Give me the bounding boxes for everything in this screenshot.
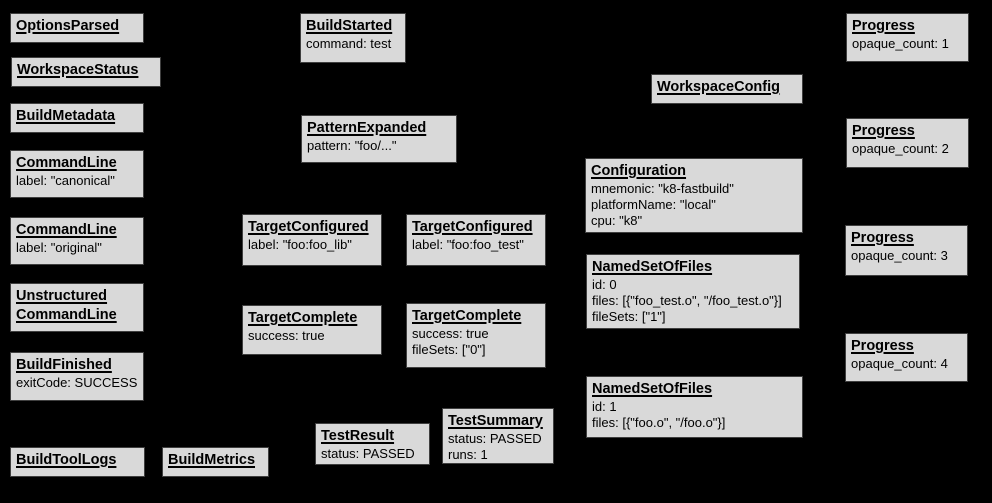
event-field: command: test: [306, 36, 392, 51]
event-field: pattern: "foo/...": [307, 138, 397, 153]
event-box-configuration: Configuration mnemonic: "k8-fastbuild" p…: [585, 158, 803, 233]
event-box-progress-2: Progress opaque_count: 2: [846, 118, 969, 168]
event-field: status: PASSED: [321, 446, 415, 461]
event-field: opaque_count: 1: [852, 36, 949, 51]
event-title: BuildToolLogs: [16, 452, 117, 468]
event-field: label: "foo:foo_test": [412, 237, 524, 252]
event-field: exitCode: SUCCESS: [16, 375, 138, 390]
event-box-progress-3: Progress opaque_count: 3: [845, 225, 968, 276]
event-box-command-line-original: CommandLine label: "original": [10, 217, 144, 265]
event-field: id: 0: [592, 277, 617, 292]
event-box-test-summary: TestSummary status: PASSED runs: 1: [442, 408, 554, 464]
event-title: Unstructured: [16, 288, 108, 304]
event-title: BuildFinished: [16, 357, 112, 373]
event-title: TargetConfigured: [248, 219, 369, 235]
event-title: TargetComplete: [412, 308, 522, 324]
event-title: BuildStarted: [306, 18, 393, 34]
event-box-workspace-config: WorkspaceConfig: [651, 74, 803, 104]
event-box-build-finished: BuildFinished exitCode: SUCCESS: [10, 352, 144, 401]
event-field: label: "foo:foo_lib": [248, 237, 352, 252]
event-field: mnemonic: "k8-fastbuild": [591, 181, 734, 196]
event-title: BuildMetadata: [16, 108, 116, 124]
event-title: CommandLine: [16, 222, 117, 238]
event-field: opaque_count: 4: [851, 356, 948, 371]
event-title: Configuration: [591, 163, 687, 179]
event-box-target-complete-foo-lib: TargetComplete success: true: [242, 305, 382, 355]
event-box-progress-4: Progress opaque_count: 4: [845, 333, 968, 382]
event-box-pattern-expanded: PatternExpanded pattern: "foo/...": [301, 115, 457, 163]
event-field: fileSets: ["1"]: [592, 309, 666, 324]
event-field: label: "canonical": [16, 173, 115, 188]
event-box-target-complete-foo-test: TargetComplete success: true fileSets: […: [406, 303, 546, 368]
event-box-build-metadata: BuildMetadata: [10, 103, 144, 133]
event-field: opaque_count: 3: [851, 248, 948, 263]
event-title: OptionsParsed: [16, 18, 120, 34]
event-box-command-line-canonical: CommandLine label: "canonical": [10, 150, 144, 198]
event-title: WorkspaceConfig: [657, 79, 781, 95]
event-title: NamedSetOfFiles: [592, 381, 713, 397]
event-title: BuildMetrics: [168, 452, 256, 468]
event-field: id: 1: [592, 399, 617, 414]
event-title: TargetComplete: [248, 310, 358, 326]
event-title: WorkspaceStatus: [17, 62, 139, 78]
event-box-options-parsed: OptionsParsed: [10, 13, 144, 43]
event-field: label: "original": [16, 240, 102, 255]
event-box-named-set-of-files-1: NamedSetOfFiles id: 1 files: [{"foo.o", …: [586, 376, 803, 438]
event-field: files: [{"foo.o", "/foo.o"}]: [592, 415, 726, 430]
event-box-build-tool-logs: BuildToolLogs: [10, 447, 145, 477]
event-title: NamedSetOfFiles: [592, 259, 713, 275]
event-box-workspace-status: WorkspaceStatus: [11, 57, 161, 87]
event-title: TestSummary: [448, 413, 543, 429]
event-box-build-metrics: BuildMetrics: [162, 447, 269, 477]
event-title: Progress: [852, 18, 915, 34]
event-title: Progress: [852, 123, 915, 139]
event-field: files: [{"foo_test.o", "/foo_test.o"}]: [592, 293, 782, 308]
event-box-target-configured-foo-lib: TargetConfigured label: "foo:foo_lib": [242, 214, 382, 266]
event-field: platformName: "local": [591, 197, 716, 212]
event-title: CommandLine: [16, 155, 117, 171]
event-title: Progress: [851, 230, 914, 246]
event-field: status: PASSED: [448, 431, 542, 446]
event-box-test-result: TestResult status: PASSED: [315, 423, 430, 465]
event-field: cpu: "k8": [591, 213, 643, 228]
event-box-build-started: BuildStarted command: test: [300, 13, 406, 63]
event-box-named-set-of-files-0: NamedSetOfFiles id: 0 files: [{"foo_test…: [586, 254, 800, 329]
event-title: Progress: [851, 338, 914, 354]
event-box-progress-1: Progress opaque_count: 1: [846, 13, 969, 62]
event-box-target-configured-foo-test: TargetConfigured label: "foo:foo_test": [406, 214, 546, 266]
event-field: opaque_count: 2: [852, 141, 949, 156]
event-title: PatternExpanded: [307, 120, 427, 136]
event-box-unstructured-command-line: Unstructured CommandLine: [10, 283, 144, 332]
event-title: TargetConfigured: [412, 219, 533, 235]
event-field: success: true: [248, 328, 325, 343]
event-field: fileSets: ["0"]: [412, 342, 486, 357]
event-title: TestResult: [321, 428, 395, 444]
event-title: CommandLine: [16, 307, 117, 323]
event-field: success: true: [412, 326, 489, 341]
event-field: runs: 1: [448, 447, 488, 462]
